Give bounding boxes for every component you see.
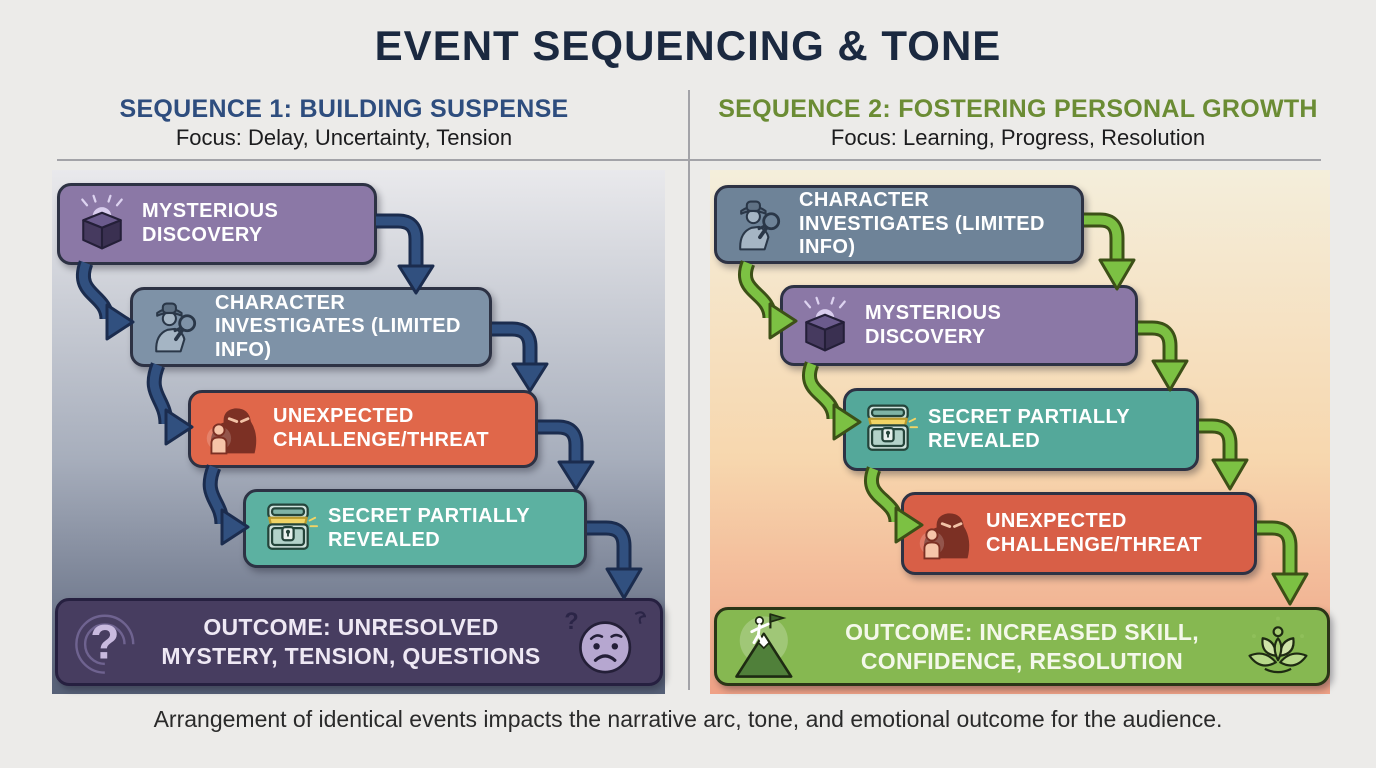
step-label: MYSTERIOUS DISCOVERY	[865, 301, 1002, 348]
sequence2-header: SEQUENCE 2: FOSTERING PERSONAL GROWTH Fo…	[688, 95, 1348, 151]
threat-icon	[916, 504, 976, 564]
footer-caption: Arrangement of identical events impacts …	[153, 706, 1223, 732]
mystery-box-icon	[795, 296, 855, 356]
worried-face-icon	[560, 607, 646, 677]
step-label: UNEXPECTED CHALLENGE/THREAT	[273, 405, 490, 451]
page-title: EVENT SEQUENCING & TONE	[374, 22, 1002, 69]
center-divider-line	[688, 90, 690, 690]
step-seq2-secret-revealed: SECRET PARTIALLY REVEALED	[843, 388, 1199, 471]
threat-icon	[203, 399, 263, 459]
mountain-flag-icon	[731, 612, 801, 682]
step-seq2-character-investigates: CHARACTER INVESTIGATES (LIMITED INFO)	[714, 185, 1084, 264]
step-label: CHARACTER INVESTIGATES (LIMITED INFO)	[215, 291, 461, 361]
step-seq1-mysterious-discovery: MYSTERIOUS DISCOVERY	[57, 183, 377, 265]
treasure-chest-icon	[258, 499, 318, 559]
step-label: UNEXPECTED CHALLENGE/THREAT	[986, 509, 1203, 556]
sequence1-header: SEQUENCE 1: BUILDING SUSPENSE Focus: Del…	[0, 95, 688, 151]
sequence1-focus: Focus: Delay, Uncertainty, Tension	[175, 124, 513, 150]
question-swirl-icon	[72, 607, 142, 677]
outcome-label: OUTCOME: UNRESOLVED MYSTERY, TENSION, QU…	[161, 614, 541, 669]
outcome-seq1: OUTCOME: UNRESOLVED MYSTERY, TENSION, QU…	[55, 598, 663, 686]
step-seq1-unexpected-challenge: UNEXPECTED CHALLENGE/THREAT	[188, 390, 538, 468]
sequence1-heading: SEQUENCE 1: BUILDING SUSPENSE	[119, 95, 569, 123]
step-seq1-character-investigates: CHARACTER INVESTIGATES (LIMITED INFO)	[130, 287, 492, 367]
outcome-seq2: OUTCOME: INCREASED SKILL, CONFIDENCE, RE…	[714, 607, 1330, 686]
sequence2-heading: SEQUENCE 2: FOSTERING PERSONAL GROWTH	[718, 95, 1318, 123]
step-label: CHARACTER INVESTIGATES (LIMITED INFO)	[799, 189, 1045, 259]
treasure-chest-icon	[858, 400, 918, 460]
step-label: SECRET PARTIALLY REVEALED	[328, 504, 530, 551]
step-seq2-mysterious-discovery: MYSTERIOUS DISCOVERY	[780, 285, 1138, 366]
detective-icon	[145, 297, 205, 357]
lotus-growth-icon	[1243, 612, 1313, 682]
sequence2-focus: Focus: Learning, Progress, Resolution	[830, 124, 1206, 150]
step-seq1-secret-revealed: SECRET PARTIALLY REVEALED	[243, 489, 587, 568]
step-label: MYSTERIOUS DISCOVERY	[142, 200, 279, 246]
mystery-box-icon	[72, 194, 132, 254]
step-seq2-unexpected-challenge: UNEXPECTED CHALLENGE/THREAT	[901, 492, 1257, 575]
outcome-label: OUTCOME: INCREASED SKILL, CONFIDENCE, RE…	[845, 618, 1199, 674]
detective-icon	[729, 195, 789, 255]
step-label: SECRET PARTIALLY REVEALED	[928, 405, 1130, 452]
